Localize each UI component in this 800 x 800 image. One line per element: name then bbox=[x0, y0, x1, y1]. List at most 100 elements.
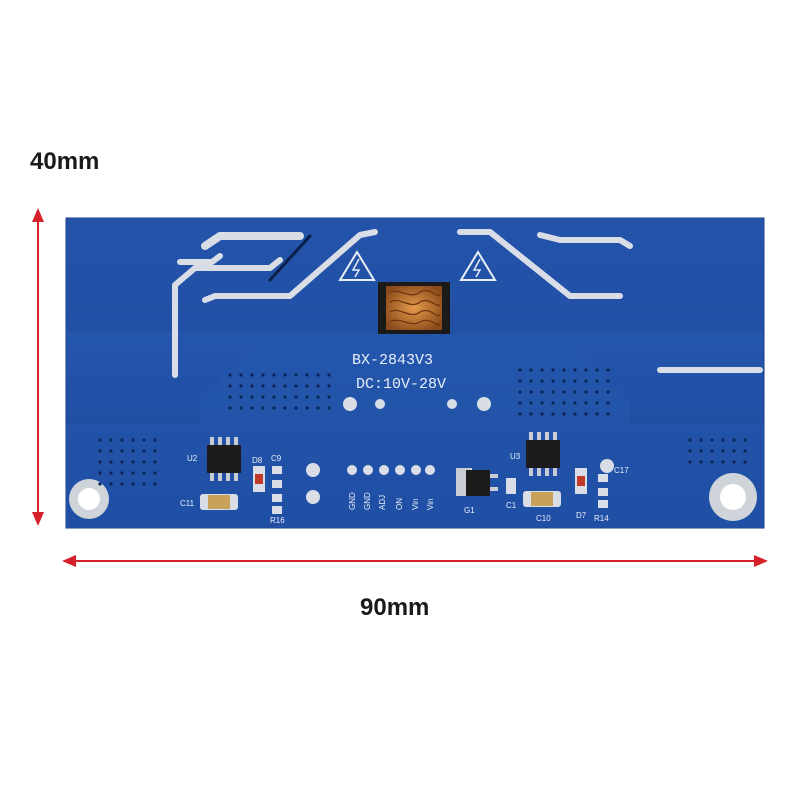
svg-text:D7: D7 bbox=[576, 511, 587, 520]
via bbox=[142, 460, 146, 464]
via bbox=[688, 449, 692, 453]
test-pad bbox=[306, 490, 320, 504]
via bbox=[743, 449, 747, 453]
via bbox=[316, 406, 320, 410]
via bbox=[540, 379, 544, 383]
via bbox=[294, 373, 298, 377]
svg-text:R16: R16 bbox=[270, 516, 285, 525]
via bbox=[272, 406, 276, 410]
via bbox=[551, 368, 555, 372]
via bbox=[272, 384, 276, 388]
via bbox=[120, 449, 124, 453]
via bbox=[142, 438, 146, 442]
via bbox=[721, 449, 725, 453]
via bbox=[710, 449, 714, 453]
via bbox=[584, 368, 588, 372]
via bbox=[699, 438, 703, 442]
board-input-label: DC:10V-28V bbox=[356, 376, 446, 393]
via bbox=[327, 384, 331, 388]
capacitor-c10 bbox=[523, 491, 561, 507]
via bbox=[540, 412, 544, 416]
svg-text:C1: C1 bbox=[506, 501, 517, 510]
ic-chip-u2 bbox=[207, 437, 241, 481]
via bbox=[142, 449, 146, 453]
via bbox=[305, 373, 309, 377]
via bbox=[540, 368, 544, 372]
via bbox=[551, 390, 555, 394]
mounting-hole-left bbox=[69, 479, 109, 519]
test-pad bbox=[477, 397, 491, 411]
via bbox=[305, 406, 309, 410]
transformer-coil bbox=[378, 282, 450, 334]
via bbox=[153, 460, 157, 464]
via bbox=[562, 401, 566, 405]
via bbox=[529, 390, 533, 394]
svg-text:R14: R14 bbox=[594, 514, 609, 523]
transistor-g1 bbox=[456, 468, 498, 496]
svg-text:Vin: Vin bbox=[426, 499, 435, 510]
via bbox=[109, 471, 113, 475]
via bbox=[595, 379, 599, 383]
via bbox=[732, 438, 736, 442]
test-pad bbox=[600, 459, 614, 473]
via bbox=[595, 390, 599, 394]
via bbox=[551, 379, 555, 383]
via-grid bbox=[98, 368, 747, 486]
via bbox=[305, 384, 309, 388]
via bbox=[120, 471, 124, 475]
via bbox=[283, 373, 287, 377]
via bbox=[710, 438, 714, 442]
pin-labels: GND GND ADJ ON Vin Vin bbox=[348, 492, 435, 510]
via bbox=[283, 395, 287, 399]
via bbox=[250, 384, 254, 388]
via bbox=[98, 438, 102, 442]
via bbox=[120, 460, 124, 464]
via bbox=[142, 471, 146, 475]
via bbox=[595, 401, 599, 405]
via bbox=[109, 460, 113, 464]
diode-d8 bbox=[253, 466, 265, 492]
via bbox=[153, 482, 157, 486]
via bbox=[688, 438, 692, 442]
ic-chip-u3 bbox=[526, 432, 560, 476]
via bbox=[98, 460, 102, 464]
via bbox=[743, 460, 747, 464]
via bbox=[272, 373, 276, 377]
via bbox=[305, 395, 309, 399]
svg-text:ON: ON bbox=[395, 498, 404, 510]
via bbox=[540, 390, 544, 394]
test-pad bbox=[306, 463, 320, 477]
test-pad bbox=[375, 399, 385, 409]
via bbox=[316, 373, 320, 377]
high-voltage-warning-icon bbox=[338, 250, 497, 281]
via bbox=[272, 395, 276, 399]
svg-text:ADJ: ADJ bbox=[378, 495, 387, 510]
via bbox=[261, 395, 265, 399]
via bbox=[120, 438, 124, 442]
via bbox=[573, 401, 577, 405]
input-connector-pads bbox=[347, 465, 435, 475]
via bbox=[518, 368, 522, 372]
via bbox=[120, 482, 124, 486]
svg-text:C9: C9 bbox=[271, 454, 282, 463]
via bbox=[721, 460, 725, 464]
component-labels: U2 U3 D8 C9 C11 R16 G1 C1 C10 D7 R14 C17 bbox=[180, 452, 629, 525]
via bbox=[131, 438, 135, 442]
via bbox=[283, 384, 287, 388]
via bbox=[518, 379, 522, 383]
via bbox=[239, 406, 243, 410]
via bbox=[606, 390, 610, 394]
via bbox=[551, 412, 555, 416]
via bbox=[294, 395, 298, 399]
via bbox=[98, 482, 102, 486]
svg-text:U3: U3 bbox=[510, 452, 521, 461]
via bbox=[98, 471, 102, 475]
svg-text:GND: GND bbox=[348, 492, 357, 510]
via bbox=[109, 449, 113, 453]
via bbox=[573, 412, 577, 416]
test-pad bbox=[343, 397, 357, 411]
via bbox=[573, 368, 577, 372]
via bbox=[699, 460, 703, 464]
via bbox=[743, 438, 747, 442]
via bbox=[584, 412, 588, 416]
